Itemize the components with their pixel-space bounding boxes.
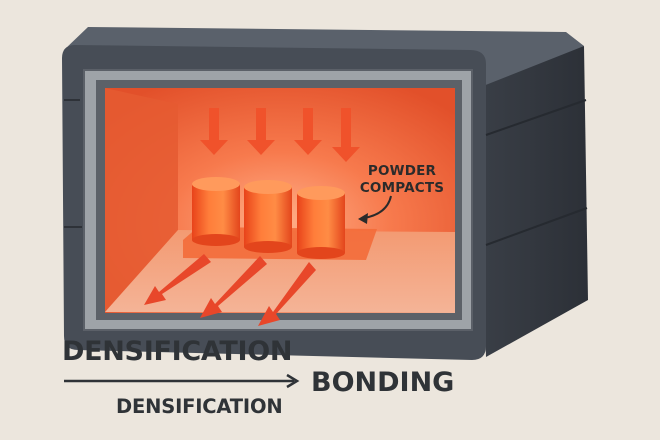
heat-arrow-icon-4 [332,108,360,162]
chamber-left-wall [105,88,178,312]
compact-cylinder-1 [192,177,240,246]
callout-arrowhead-icon [358,213,368,224]
compact-cylinder-2 [244,180,292,253]
powder-compacts-label: POWDER COMPACTS [356,163,448,197]
outflow-arrow-icon-2 [200,256,267,318]
heat-arrow-icon-1 [200,108,228,155]
powder-compacts-label-line-1: POWDER [367,163,437,179]
furnace-seam-right-lower [485,207,588,246]
outflow-arrow-icon-3 [258,262,316,326]
outflow-arrows [144,254,316,326]
powder-compacts-label-line-2: COMPACTS [359,180,445,196]
bonding-label: BONDING [311,367,455,398]
outflow-arrow-icon-1 [144,254,211,305]
furnace-side-face [478,46,588,357]
callout-pointer-curve [363,195,392,219]
densification-sublabel: DENSIFICATION [116,395,283,418]
furnace-seam-right-upper [485,99,587,136]
heat-arrows-down [200,108,360,162]
compact-cylinder-3 [297,186,345,259]
heat-arrow-icon-3 [294,108,322,155]
powder-compacts [192,177,345,259]
process-flow-arrowhead-icon [286,373,300,389]
densification-heading: DENSIFICATION [62,336,293,367]
heat-arrow-icon-2 [247,108,275,155]
